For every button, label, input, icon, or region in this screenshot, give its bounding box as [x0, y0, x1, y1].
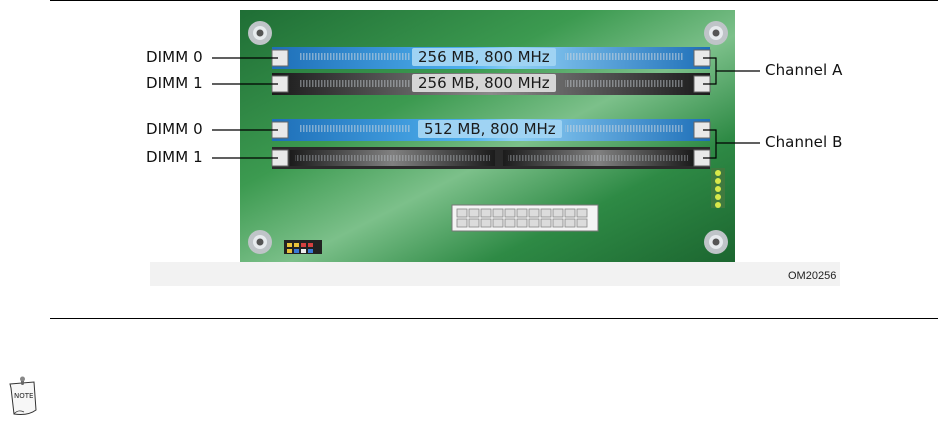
- figure-frame: [150, 262, 840, 286]
- note-icon-label: NOTE: [14, 392, 33, 400]
- power-connector: [451, 204, 599, 232]
- figure-id: OM20256: [788, 270, 837, 282]
- dimm-slot-b1: [271, 147, 711, 169]
- mounting-hole: [704, 230, 728, 254]
- bottom-rule: [50, 318, 938, 319]
- dimm-label-a1: DIMM 1: [146, 74, 203, 92]
- dimm-label-b0: DIMM 0: [146, 120, 203, 138]
- note-icon: NOTE: [9, 376, 37, 415]
- module-a0-text: 256 MB, 800 MHz: [412, 48, 556, 66]
- dimm-label-a0: DIMM 0: [146, 48, 203, 66]
- dimm-label-b1: DIMM 1: [146, 148, 203, 166]
- pin-header: [711, 168, 725, 208]
- module-a1-text: 256 MB, 800 MHz: [412, 74, 556, 92]
- mounting-hole: [248, 230, 272, 254]
- top-rule: [50, 0, 938, 1]
- channel-a-label: Channel A: [765, 61, 843, 79]
- mounting-hole: [704, 21, 728, 45]
- front-panel-header: [284, 240, 322, 254]
- channel-b-bracket: [703, 129, 717, 159]
- mounting-hole: [248, 21, 272, 45]
- channel-b-label: Channel B: [765, 133, 843, 151]
- module-b0-text: 512 MB, 800 MHz: [418, 120, 562, 138]
